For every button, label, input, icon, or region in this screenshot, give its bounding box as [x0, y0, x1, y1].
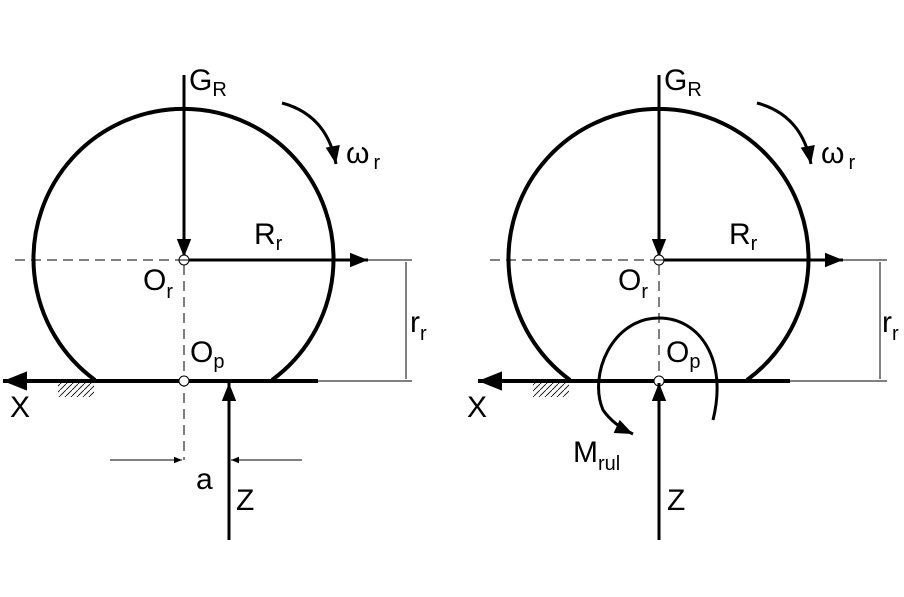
left-center-label: Or: [143, 264, 173, 303]
left-angular-velocity-arrow: [281, 101, 340, 165]
left-contact-label: Op: [190, 336, 224, 373]
right-center-label: Or: [618, 264, 648, 303]
left-contact-point: [178, 375, 190, 387]
right-x-axis-label: X: [467, 391, 487, 424]
left-normal-force-label: Z: [236, 484, 254, 517]
right-radius-label: Rr: [729, 218, 758, 255]
left-ground-hatch: [58, 383, 94, 397]
right-ground-hatch: [533, 383, 569, 397]
right-normal-force-label: Z: [667, 484, 685, 517]
right-moment-label: Mrul: [573, 436, 620, 475]
left-radius-label: Rr: [254, 218, 283, 255]
left-x-axis-label: X: [10, 391, 30, 424]
right-rolling-radius-label: rr: [882, 306, 899, 345]
right-angular-velocity-arrow: [756, 101, 815, 165]
left-gravity-label: GR: [189, 64, 227, 101]
left-offset-label: a: [196, 463, 213, 496]
left-rolling-radius-label: rr: [410, 306, 427, 345]
right-gravity-label: GR: [664, 64, 702, 101]
right-moment-arrow: [597, 316, 719, 436]
right-contact-label: Op: [666, 336, 700, 373]
